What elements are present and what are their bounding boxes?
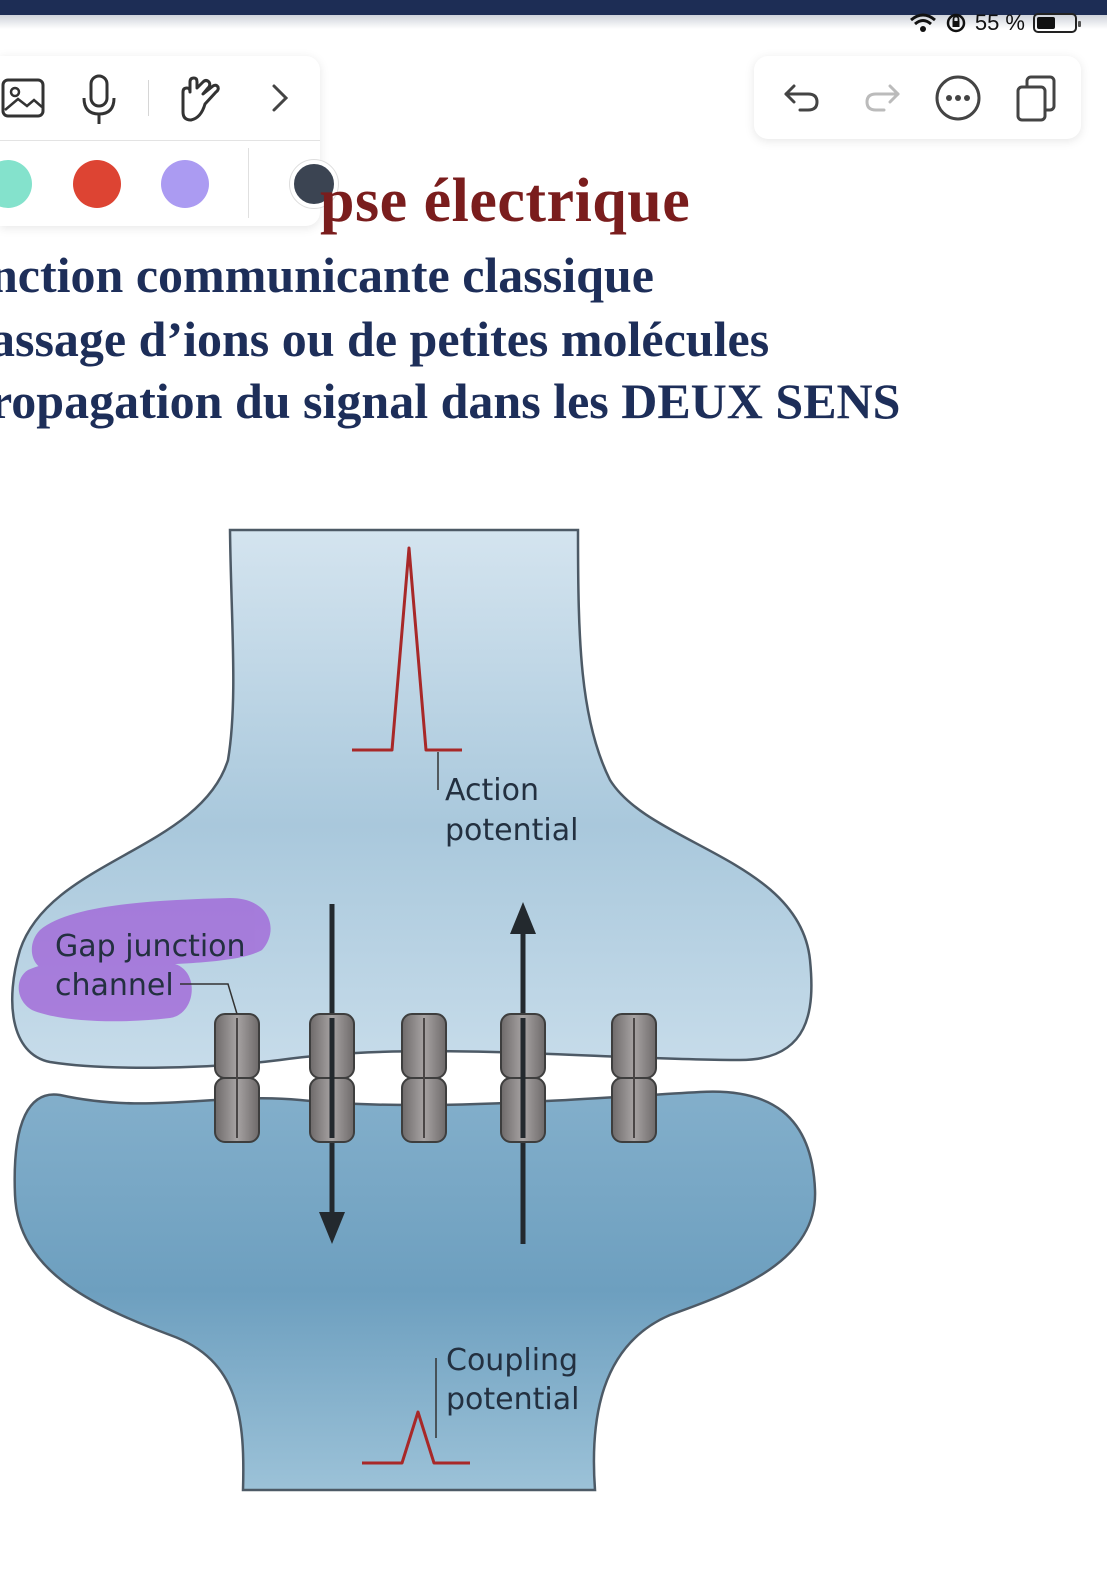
gap-junction-pointer [180,983,238,1015]
undo-icon[interactable] [782,80,822,116]
toolbar-separator [248,148,249,218]
channel-1 [214,1013,260,1143]
redo-icon[interactable] [862,80,902,116]
color-swatch-dark[interactable] [290,160,338,208]
image-icon[interactable] [0,76,48,122]
wifi-icon [909,13,936,32]
gap-junction-label-line2: channel [55,968,174,1003]
channel-5 [611,1013,657,1143]
color-swatch-red[interactable] [73,160,121,208]
postsynaptic-neuron [13,1090,817,1492]
rotation-lock-icon [946,13,966,33]
action-label-line1: Action [445,773,539,808]
channel-2 [309,1013,355,1143]
upward-arrow-head [510,902,536,934]
color-swatch-green[interactable] [0,160,32,208]
gap-junction-channels [214,1013,657,1143]
channel-3 [401,1013,447,1143]
bullet-3: ropagation du signal dans les DEUX SENS [0,373,901,429]
battery-tip [1078,21,1081,27]
top-border [0,0,1107,15]
bullet-1: nction communicante classique [0,247,654,303]
highlighter-mark [18,898,271,1022]
action-potential-trace [352,546,462,752]
action-toolbar [754,56,1081,139]
channel-4 [500,1013,546,1143]
more-icon[interactable] [934,74,982,122]
battery-icon [1033,13,1081,33]
top-shadow [0,15,1107,29]
chevron-right-icon[interactable] [268,82,292,114]
hand-drawing-icon[interactable] [175,74,225,126]
gap-junction-label-line1: Gap junction [55,929,246,964]
toolbar-separator [148,80,149,116]
status-bar: 55 % [909,10,1081,36]
bullet-2: assage d’ions ou de petites molécules [0,311,770,367]
microphone-icon[interactable] [80,74,118,126]
slide-title: pse électrique [320,167,691,235]
color-swatch-purple[interactable] [161,160,209,208]
coupling-label-line2: potential [446,1382,579,1417]
gap-junction-diagram: Action potential [11,528,817,1492]
pages-icon[interactable] [1014,74,1058,124]
tool-row [0,56,320,141]
coupling-potential-trace [362,1410,470,1465]
battery-text: 55 % [974,10,1025,35]
drawing-toolbar [0,56,338,226]
downward-arrow-head [319,1212,345,1244]
coupling-label-line1: Coupling [446,1343,578,1378]
battery-fill [1037,17,1055,29]
action-label-line2: potential [445,813,578,848]
